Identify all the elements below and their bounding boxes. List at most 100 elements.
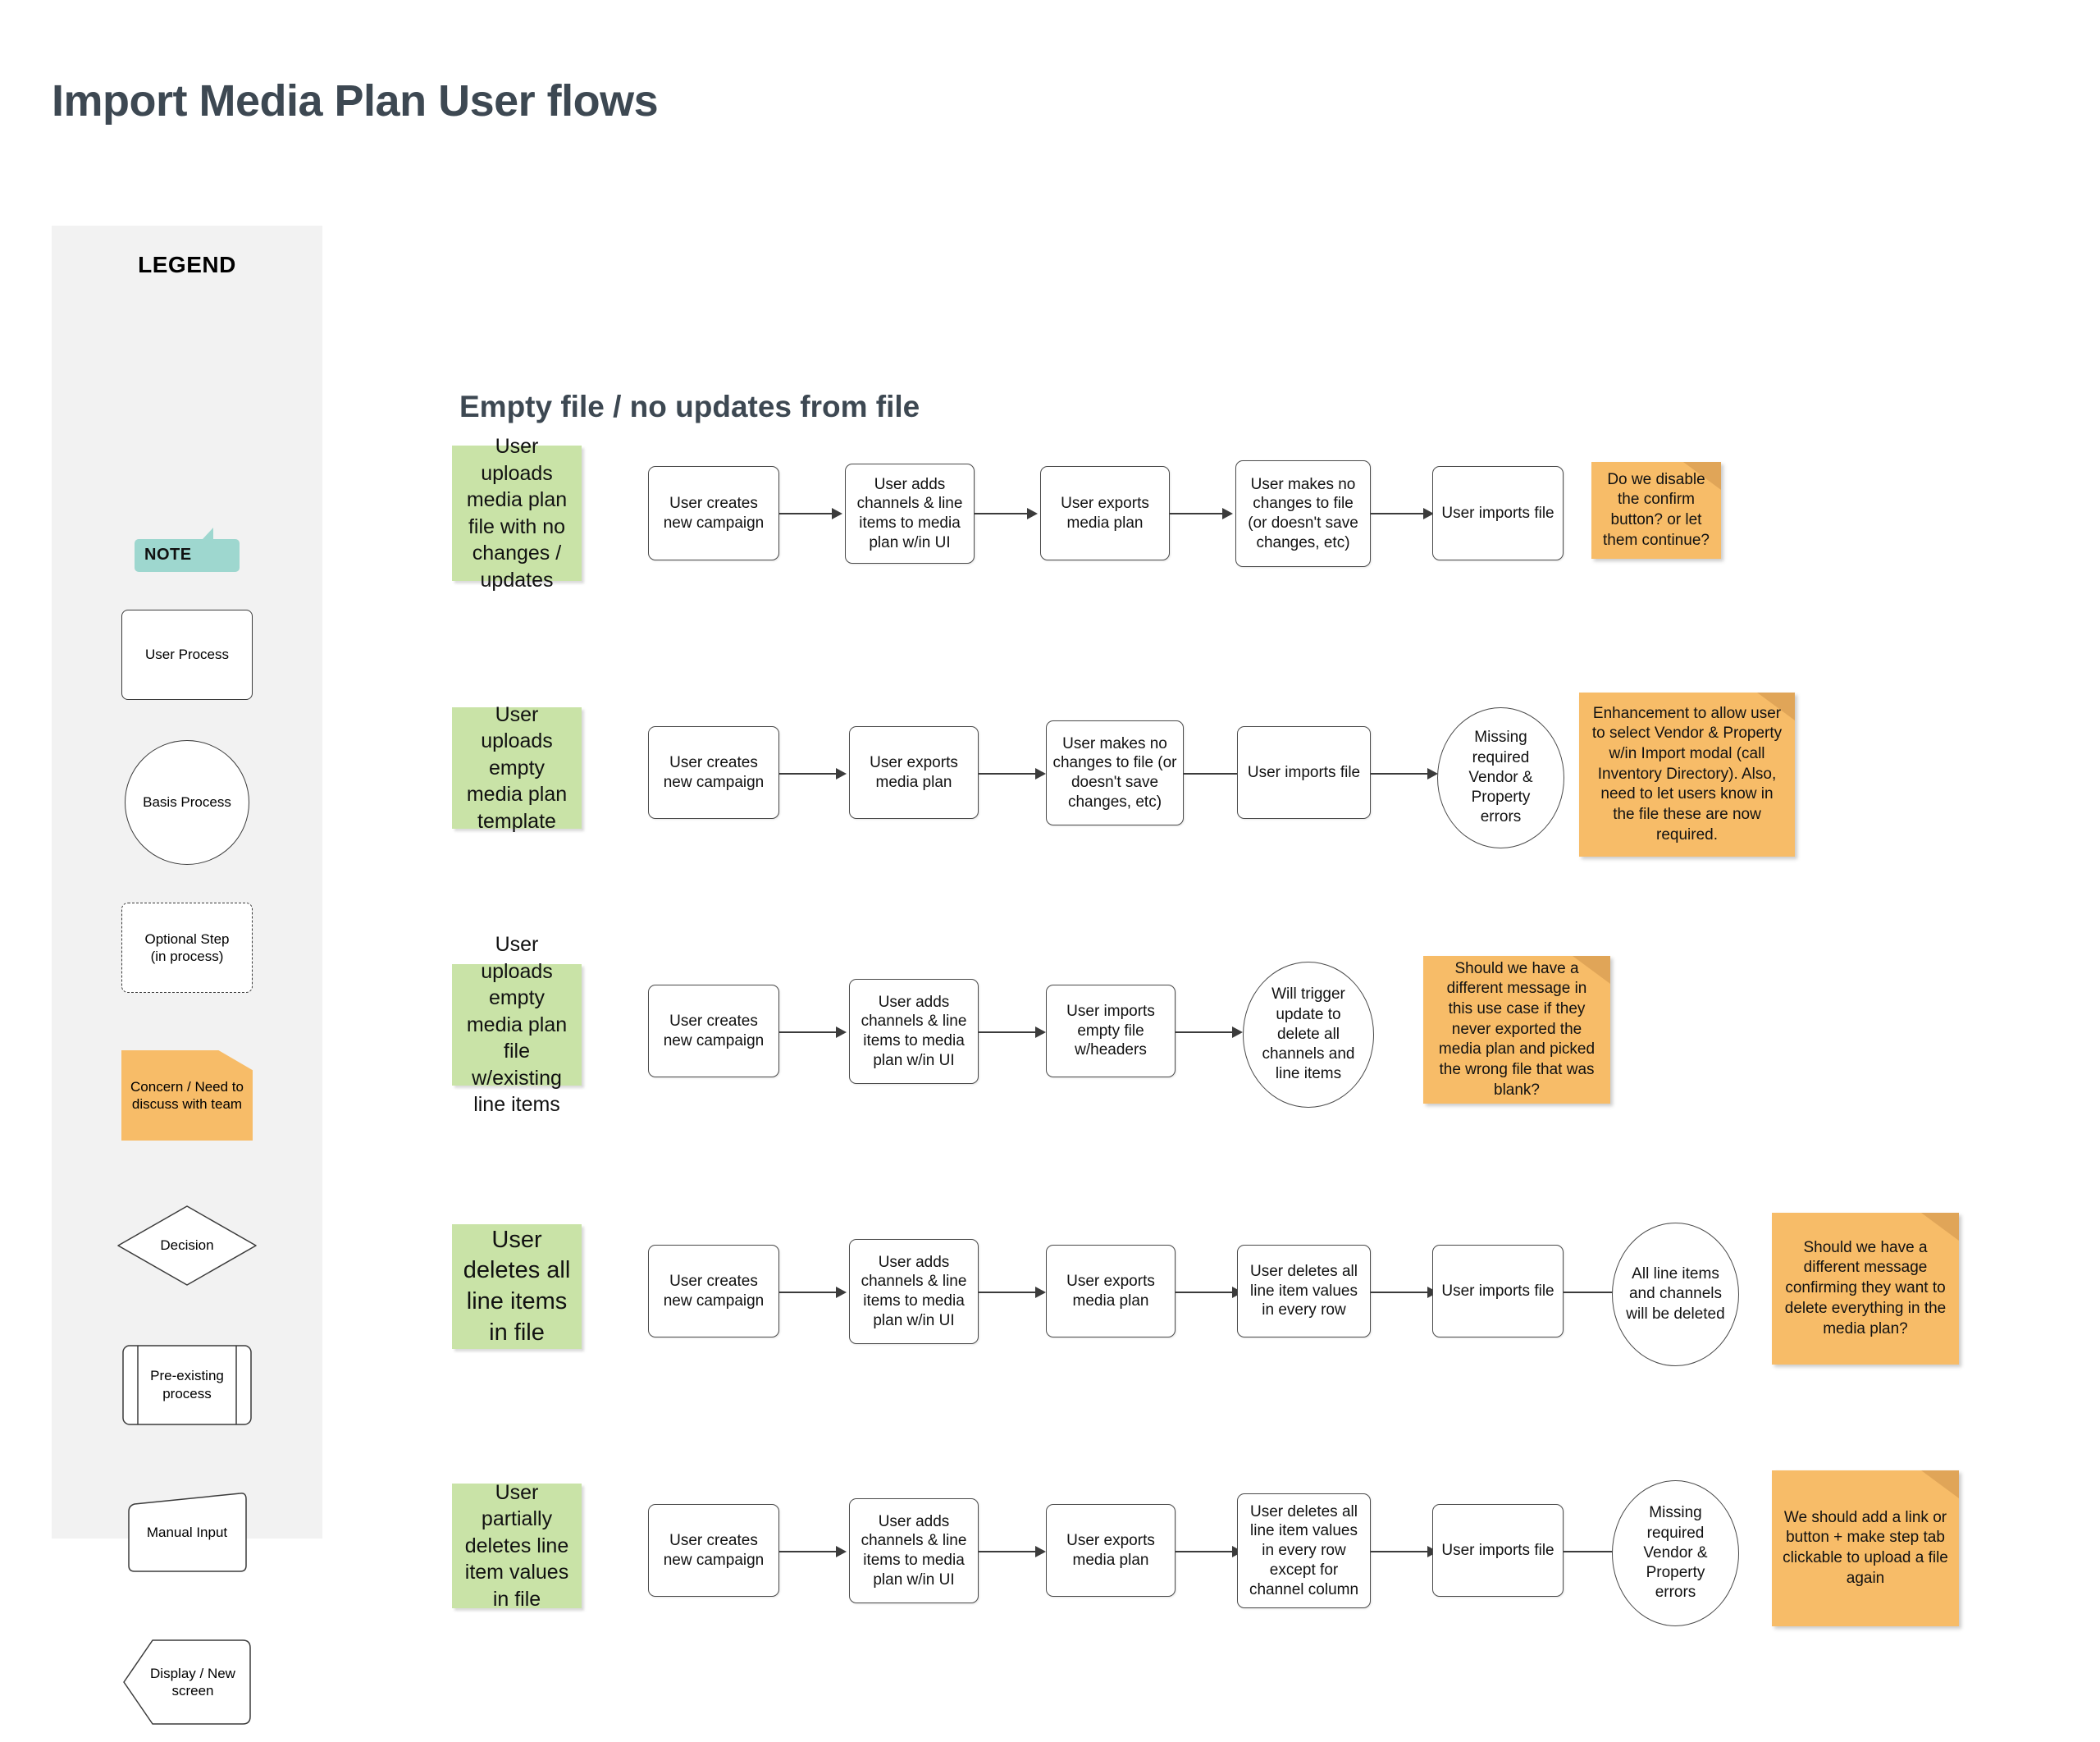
connector-arrow [1176,1287,1243,1298]
legend-panel: LEGEND NOTE User Process Basis Process O… [52,226,322,1725]
legend-item-decision: Decision [52,1202,322,1288]
connector-arrow [779,1287,847,1298]
pre-existing-icon [122,1344,252,1425]
legend-pre-existing-line2: process [162,1385,212,1401]
legend-optional-step-line1: Optional Step [144,930,230,947]
legend-item-basis-process: Basis Process [52,738,322,866]
note-fold-icon [1683,462,1721,490]
sticky-note: Do we disable the confirm button? or let… [1591,462,1721,559]
process-step[interactable]: User creates new campaign [648,726,779,819]
connector-arrow [1371,508,1434,519]
legend-pre-existing-line1: Pre-existing [150,1368,224,1384]
process-step[interactable]: User adds channels & line items to media… [849,1498,979,1603]
process-step[interactable]: User exports media plan [849,726,979,819]
connector-arrow [979,768,1046,780]
basis-process-shape: Basis Process [125,739,249,865]
connector-arrow [1371,768,1438,780]
optional-step-shape: Optional Step (in process) [121,903,253,993]
connector-arrow [779,1026,847,1038]
process-step[interactable]: User exports media plan [1046,1245,1176,1337]
sticky-note: Enhancement to allow user to select Vend… [1579,693,1795,857]
decision-shape: Decision [114,1204,260,1287]
process-step[interactable]: User exports media plan [1046,1504,1176,1597]
process-step[interactable]: User creates new campaign [648,1245,779,1337]
legend-heading: LEGEND [138,252,236,277]
process-step[interactable]: User creates new campaign [648,466,779,560]
flow-row-3: User uploads empty media plan file w/exi… [0,933,2100,1128]
legend-item-concern: Concern / Need to discuss with team [52,1050,322,1141]
flow-row-2: User uploads empty media plan template U… [0,693,2100,871]
process-step[interactable]: User imports file [1432,1504,1564,1597]
connector-arrow [779,1546,847,1557]
note-bubble-icon: NOTE [135,528,240,572]
process-step[interactable]: User deletes all line item values in eve… [1237,1493,1371,1608]
note-fold-icon [1573,956,1610,984]
flow-row-1: User uploads media plan file with no cha… [0,435,2100,610]
flow-row-4: User deletes all line items in file User… [0,1213,2100,1388]
user-process-shape: User Process [121,609,253,700]
process-step[interactable]: User exports media plan [1040,466,1170,560]
note-fold-icon [1921,1213,1959,1241]
pre-existing-shape: Pre-existing process [121,1344,253,1426]
legend-item-note: NOTE [52,525,322,574]
display-shape: Display / New screen [121,1638,253,1726]
legend-item-optional-step: Optional Step (in process) [52,903,322,993]
connector-arrow [1170,508,1233,519]
outcome-ellipse: Missing required Vendor & Property error… [1612,1480,1739,1626]
connector-arrow [975,508,1038,519]
process-step[interactable]: User makes no changes to file (or doesn'… [1046,720,1184,825]
connector-arrow [779,768,847,780]
legend-optional-step-line2: (in process) [150,949,224,964]
concern-note-shape: Concern / Need to discuss with team [121,1050,253,1141]
process-step[interactable]: User adds channels & line items to media… [849,1239,979,1344]
connector-arrow [1371,1546,1438,1557]
manual-input-shape: Manual Input [126,1492,249,1574]
connector-arrow [979,1287,1046,1298]
legend-item-pre-existing: Pre-existing process [52,1342,322,1428]
outcome-ellipse: Will trigger update to delete all channe… [1243,962,1374,1108]
process-step[interactable]: User makes no changes to file (or doesn'… [1235,460,1371,567]
process-step[interactable]: User imports empty file w/headers [1046,985,1176,1077]
outcome-ellipse: Missing required Vendor & Property error… [1437,707,1564,848]
display-icon [123,1639,251,1725]
connector-arrow [1176,1546,1243,1557]
legend-decision-label: Decision [160,1237,214,1253]
scenario-card-4: User deletes all line items in file [452,1224,582,1349]
flow-row-5: User partially deletes line item values … [0,1470,2100,1648]
connector-arrow [979,1026,1046,1038]
connector-arrow [1371,1287,1438,1298]
section-heading: Empty file / no updates from file [459,390,920,423]
process-step[interactable]: User creates new campaign [648,1504,779,1597]
scenario-card-2: User uploads empty media plan template [452,703,582,833]
legend-item-manual-input: Manual Input [52,1489,322,1575]
scenario-card-5: User partially deletes line item values … [452,1481,582,1611]
process-step[interactable]: User imports file [1432,466,1564,560]
scenario-card-1: User uploads media plan file with no cha… [452,435,582,592]
legend-display-line2: screen [171,1683,214,1699]
legend-note-label: NOTE [144,546,192,564]
process-step[interactable]: User imports file [1237,726,1371,819]
process-step[interactable]: User creates new campaign [648,985,779,1077]
process-step[interactable]: User imports file [1432,1245,1564,1337]
sticky-note: Should we have a different message confi… [1772,1213,1959,1365]
connector-arrow [979,1546,1046,1557]
legend-concern-line1: Concern / Need to [130,1078,244,1095]
note-bubble-body [135,539,240,572]
process-step[interactable]: User adds channels & line items to media… [849,979,979,1084]
diamond-icon [117,1205,257,1286]
sticky-note: Should we have a different message in th… [1423,956,1610,1104]
legend-item-display: Display / New screen [52,1637,322,1727]
outcome-ellipse: All line items and channels will be dele… [1612,1223,1739,1366]
legend-display-line1: Display / New [150,1665,235,1681]
legend-manual-input-label: Manual Input [146,1524,228,1540]
note-fold-icon [1757,693,1795,720]
legend-concern-line2: discuss with team [131,1096,243,1112]
note-fold-icon [1921,1470,1959,1498]
process-step[interactable]: User deletes all line item values in eve… [1237,1245,1371,1337]
connector-arrow [1176,1026,1243,1038]
connector-arrow [779,508,842,519]
legend-item-user-process: User Process [52,607,322,702]
page-title: Import Media Plan User flows [52,76,659,126]
process-step[interactable]: User adds channels & line items to media… [845,464,975,564]
manual-input-icon [128,1492,247,1572]
